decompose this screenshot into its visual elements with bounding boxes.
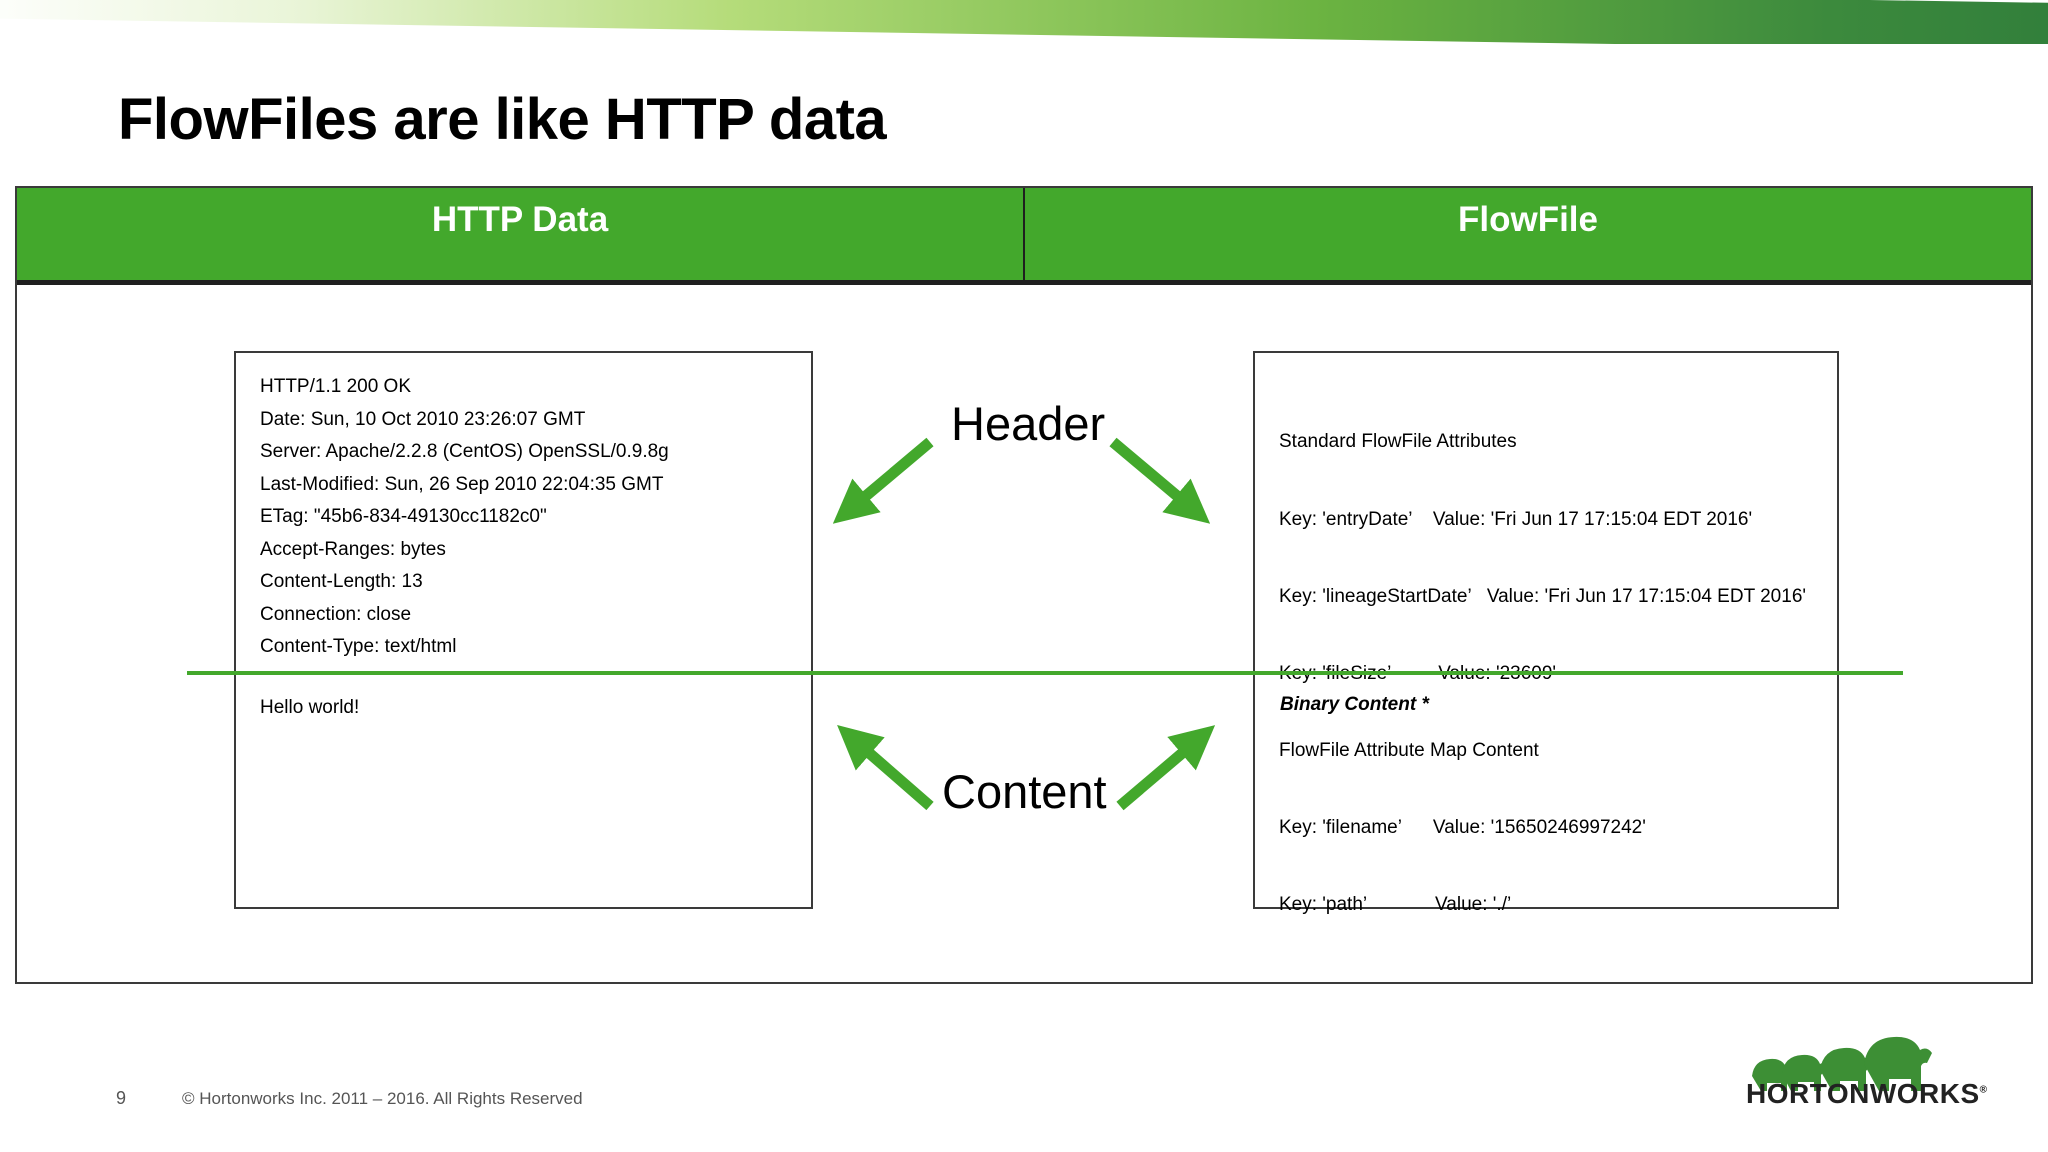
http-header-line: Connection: close — [260, 603, 412, 625]
flowfile-content-text: Binary Content * — [1280, 694, 1429, 715]
flowfile-attribute-line: Key: 'filename’ Value: '15650246997242' — [1279, 816, 1646, 838]
http-data-box — [234, 351, 813, 909]
http-content-text: Hello world! — [260, 697, 360, 718]
hortonworks-elephants-logo-icon — [1752, 1036, 1932, 1091]
copyright-text: © Hortonworks Inc. 2011 – 2016. All Righ… — [182, 1089, 583, 1108]
comparison-table: HTTP Data FlowFile — [15, 186, 2033, 984]
slide-title: FlowFiles are like HTTP data — [118, 87, 887, 152]
header-content-divider — [187, 671, 1903, 675]
arrow-header-left-icon — [832, 437, 934, 524]
http-header-line: Last-Modified: Sun, 26 Sep 2010 22:04:35… — [260, 473, 664, 495]
http-header-line: Date: Sun, 10 Oct 2010 23:26:07 GMT — [260, 408, 586, 430]
flowfile-box — [1253, 351, 1839, 909]
table-header-row: HTTP Data FlowFile — [17, 188, 2031, 285]
header-label: Header — [951, 397, 1106, 450]
http-header-line: Content-Type: text/html — [260, 636, 457, 657]
arrow-content-right-icon — [1116, 725, 1216, 811]
hortonworks-logo-text: HORTONWORKS® — [1746, 1078, 1988, 1109]
http-header-lines: HTTP/1.1 200 OK Date: Sun, 10 Oct 2010 2… — [260, 371, 669, 664]
header-http-data: HTTP Data — [431, 200, 609, 239]
arrow-header-right-icon — [1109, 437, 1211, 524]
http-header-line: Content-Length: 13 — [260, 571, 423, 592]
page-number: 9 — [116, 1088, 127, 1108]
content-label: Content — [942, 765, 1107, 818]
flowfile-attribute-line: Key: 'entryDate’ Value: 'Fri Jun 17 17:1… — [1279, 508, 1753, 530]
header-flowfile: FlowFile — [1023, 188, 2031, 280]
flowfile-attribute-line: Standard FlowFile Attributes — [1279, 431, 1517, 453]
http-header-line: HTTP/1.1 200 OK — [260, 376, 412, 397]
flowfile-attribute-lines: Standard FlowFile Attributes Key: 'entry… — [1279, 378, 1806, 943]
flowfile-attribute-line: FlowFile Attribute Map Content — [1279, 739, 1539, 761]
logo-wordmark: HORTONWORKS — [1746, 1078, 1980, 1109]
arrow-content-left-icon — [837, 724, 934, 811]
flowfile-attribute-line: Key: 'lineageStartDate’ Value: 'Fri Jun … — [1279, 585, 1807, 607]
http-header-line: Server: Apache/2.2.8 (CentOS) OpenSSL/0.… — [260, 441, 669, 462]
http-header-line: Accept-Ranges: bytes — [260, 538, 446, 560]
flowfile-attribute-line: Key: 'path’ Value: './’ — [1279, 894, 1512, 916]
http-header-line: ETag: "45b6-834-49130cc1182c0" — [260, 506, 547, 527]
